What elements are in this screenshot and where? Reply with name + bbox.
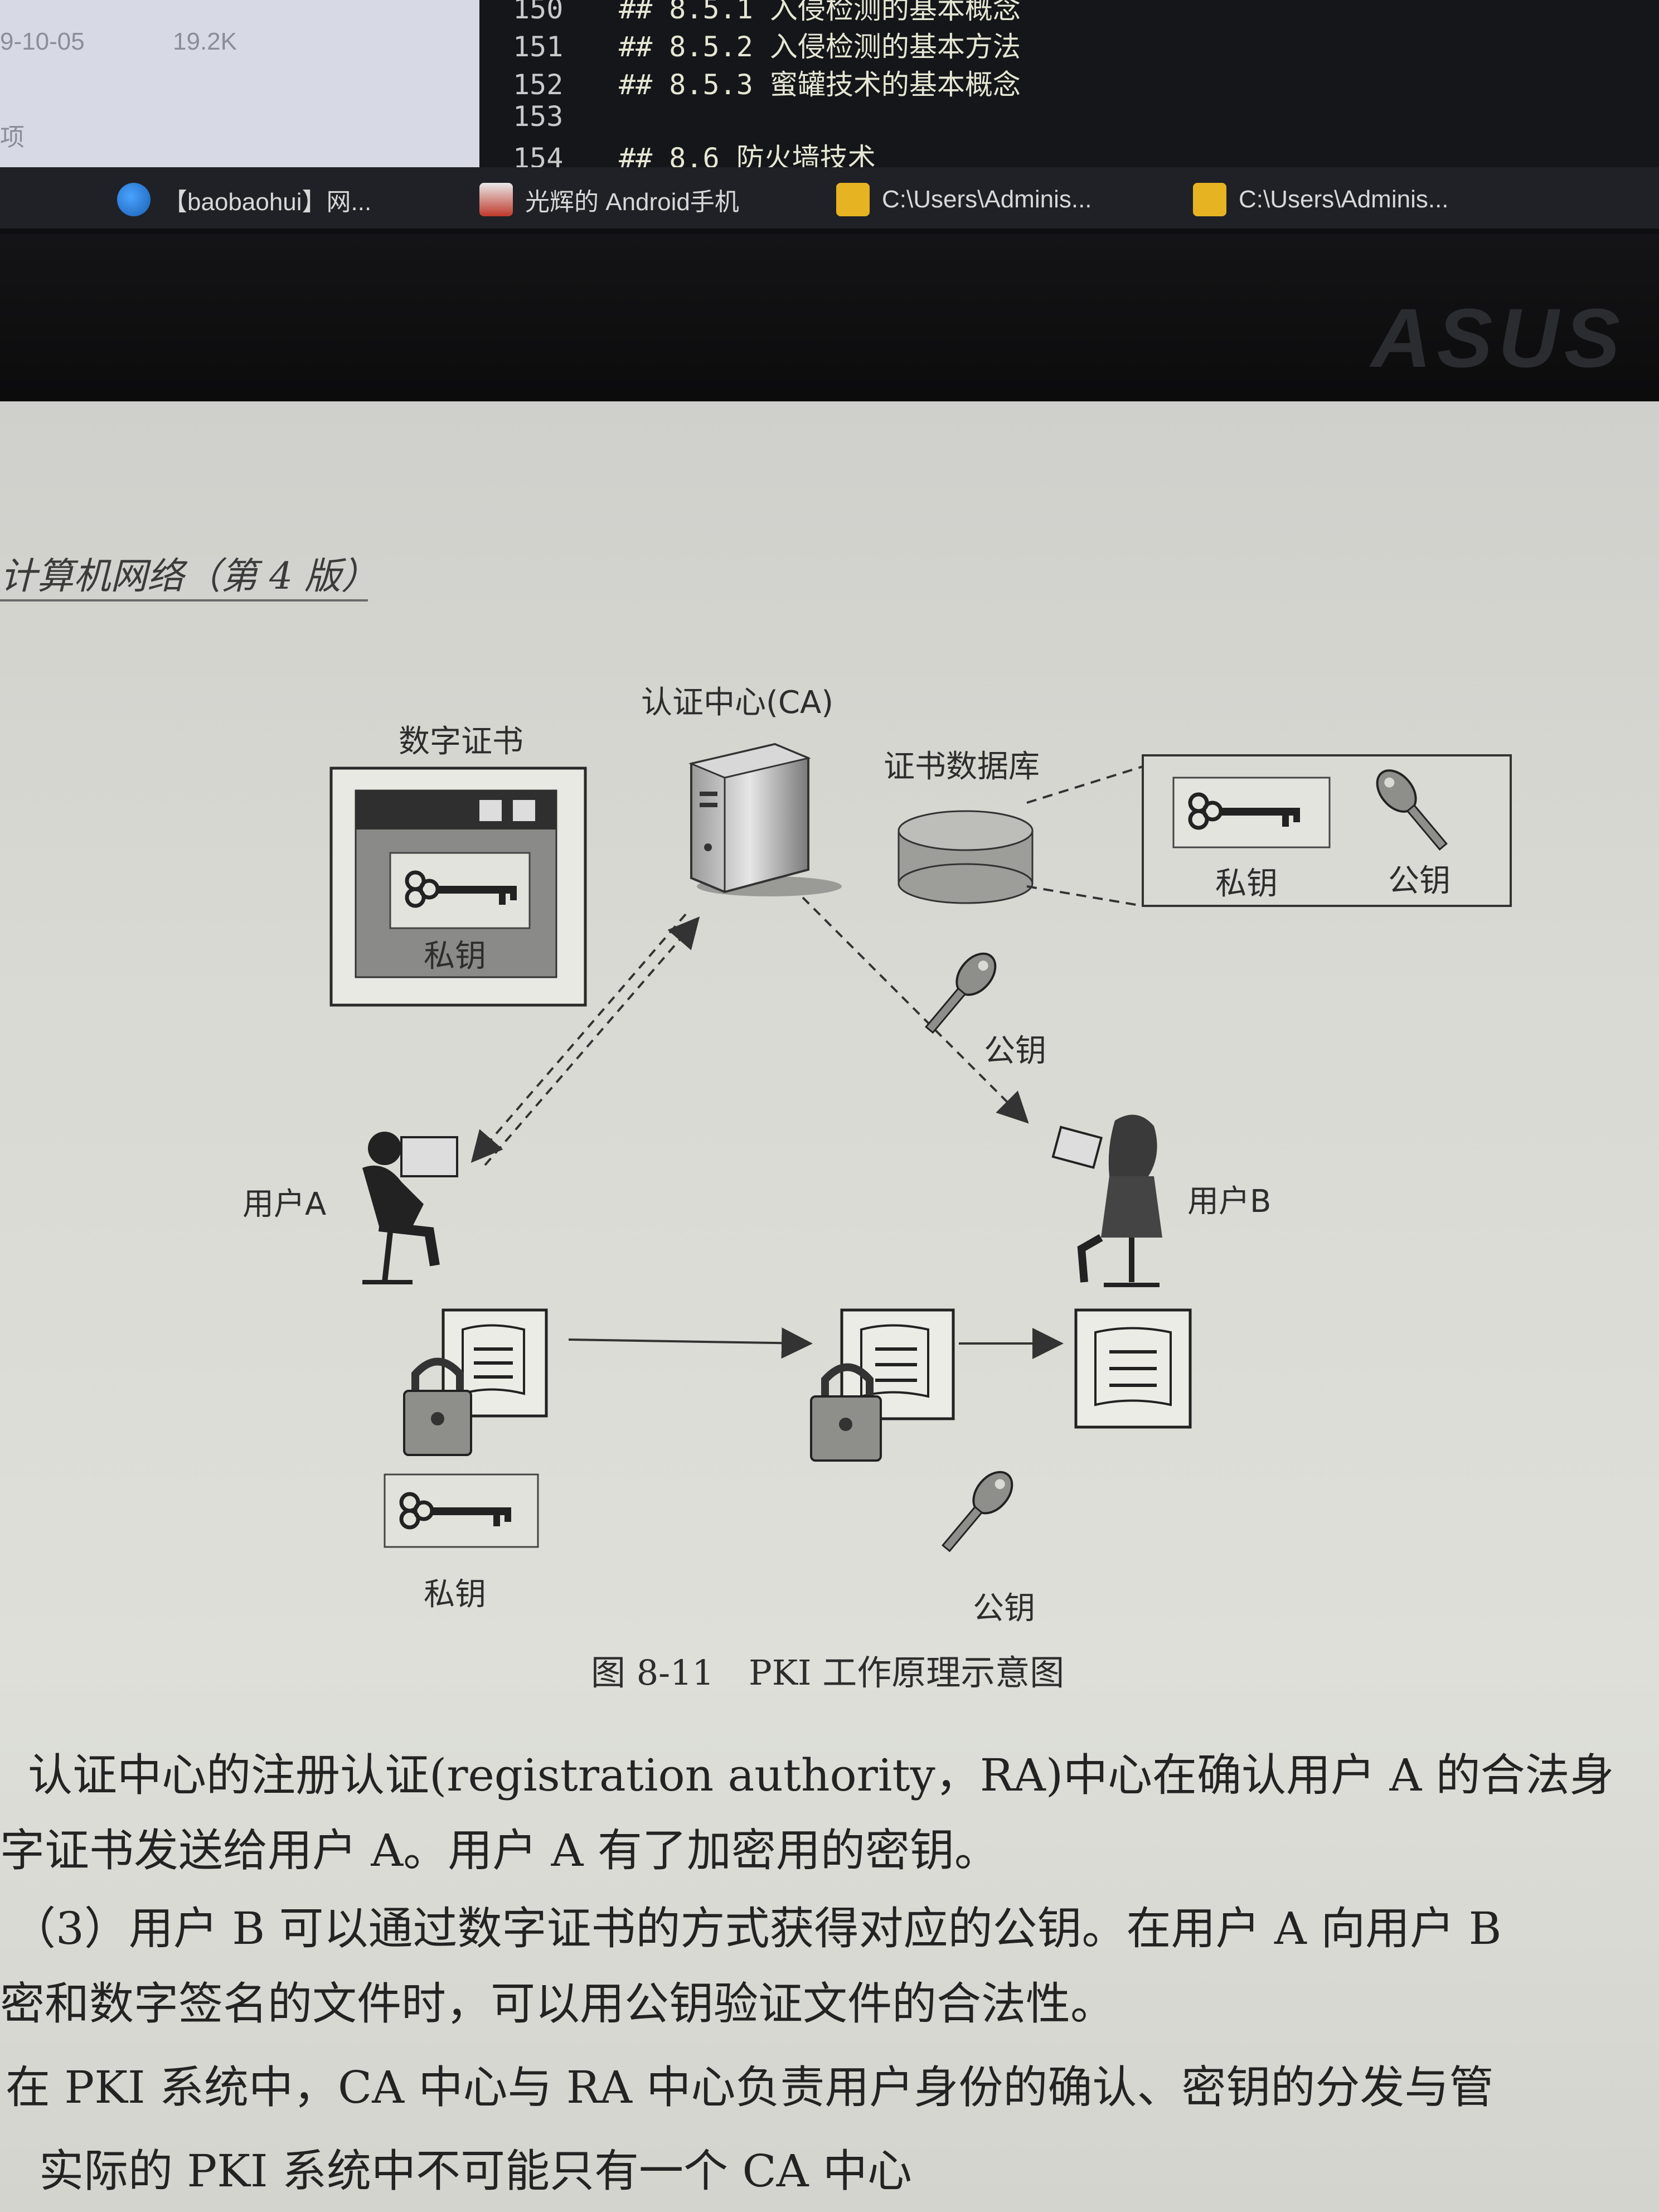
- header-rule: [0, 599, 368, 601]
- taskbar-item-label: C:\Users\Adminis...: [882, 186, 1092, 213]
- editor-line: 151## 8.5.2 入侵检测的基本方法: [513, 31, 1021, 63]
- file-item: 项: [0, 124, 25, 151]
- book-running-header: 计算机网络（第 4 版）: [0, 555, 378, 598]
- folder-icon: [836, 183, 870, 216]
- body-text-line: 字证书发送给用户 A。用户 A 有了加密用的密钥。: [0, 1825, 999, 1876]
- file-date: 9-10-05: [0, 28, 85, 55]
- taskbar-item-label: 光辉的 Android手机: [525, 188, 739, 216]
- user-a-icon: [362, 1132, 458, 1284]
- public-key-label: 公钥: [984, 1033, 1046, 1069]
- database-label: 证书数据库: [884, 749, 1040, 785]
- browser-icon: [117, 183, 151, 216]
- folder-icon: [1193, 183, 1226, 216]
- body-text-line: 认证中心的注册认证(registration authority，RA)中心在确…: [28, 1749, 1614, 1801]
- editor-line: 150## 8.5.1 入侵检测的基本概念: [513, 0, 1021, 25]
- taskbar-item-folder-1[interactable]: C:\Users\Adminis...: [836, 177, 1092, 222]
- taskbar-item-browser[interactable]: 【baobaohui】网...: [117, 177, 371, 222]
- body-text-line: （3）用户 B 可以通过数字证书的方式获得对应的公钥。在用户 A 向用户 B: [11, 1903, 1502, 1954]
- digital-certificate-icon: [329, 767, 587, 1007]
- public-key-icon: [925, 952, 997, 1034]
- public-key-icon: [1376, 769, 1448, 851]
- public-key-label: 公钥: [973, 1590, 1035, 1627]
- ca-label: 认证中心(CA): [641, 685, 834, 721]
- file-size: 19.2K: [173, 28, 237, 55]
- user-b-label: 用户B: [1187, 1183, 1272, 1220]
- private-key-label: 私钥: [424, 1576, 486, 1613]
- phone-app-icon: [479, 183, 513, 216]
- certificate-label: 数字证书: [399, 724, 523, 760]
- user-a-label: 用户A: [242, 1186, 327, 1223]
- taskbar-item-android[interactable]: 光辉的 Android手机: [479, 177, 739, 222]
- book-page: [0, 401, 1659, 2212]
- monitor-brand-logo: ASUS: [1371, 291, 1626, 385]
- taskbar-item-label: 【baobaohui】网...: [163, 188, 372, 216]
- private-key-icon: [399, 1492, 511, 1530]
- lock-icon: [810, 1363, 882, 1462]
- monitor-bezel: [0, 234, 1659, 413]
- private-key-icon: [405, 870, 517, 908]
- file-list-panel: 9-10-05 19.2K 项: [0, 0, 479, 167]
- taskbar: [0, 167, 1659, 229]
- editor-line: 152## 8.5.3 蜜罐技术的基本概念: [513, 69, 1021, 101]
- lock-icon: [403, 1357, 472, 1456]
- certificate-database-icon: [898, 810, 1034, 904]
- taskbar-item-folder-2[interactable]: C:\Users\Adminis...: [1193, 177, 1449, 222]
- decrypted-document-icon: [1074, 1308, 1192, 1429]
- private-key-label: 私钥: [424, 938, 486, 974]
- ca-server-icon: [688, 743, 842, 896]
- private-key-icon: [1188, 792, 1300, 830]
- editor-line: 153: [513, 100, 564, 133]
- public-key-label: 公钥: [1388, 863, 1451, 899]
- body-text-line: 实际的 PKI 系统中不可能只有一个 CA 中心: [39, 2145, 912, 2197]
- public-key-icon: [942, 1471, 1013, 1553]
- user-b-icon: [1051, 1114, 1162, 1287]
- body-text-line: 在 PKI 系统中，CA 中心与 RA 中心负责用户身份的确认、密钥的分发与管: [6, 2061, 1494, 2113]
- body-text-line: 密和数字签名的文件时，可以用公钥验证文件的合法性。: [0, 1978, 1115, 2030]
- taskbar-item-label: C:\Users\Adminis...: [1239, 186, 1449, 213]
- figure-caption: 图 8-11 PKI 工作原理示意图: [591, 1652, 1065, 1693]
- private-key-label: 私钥: [1215, 866, 1278, 902]
